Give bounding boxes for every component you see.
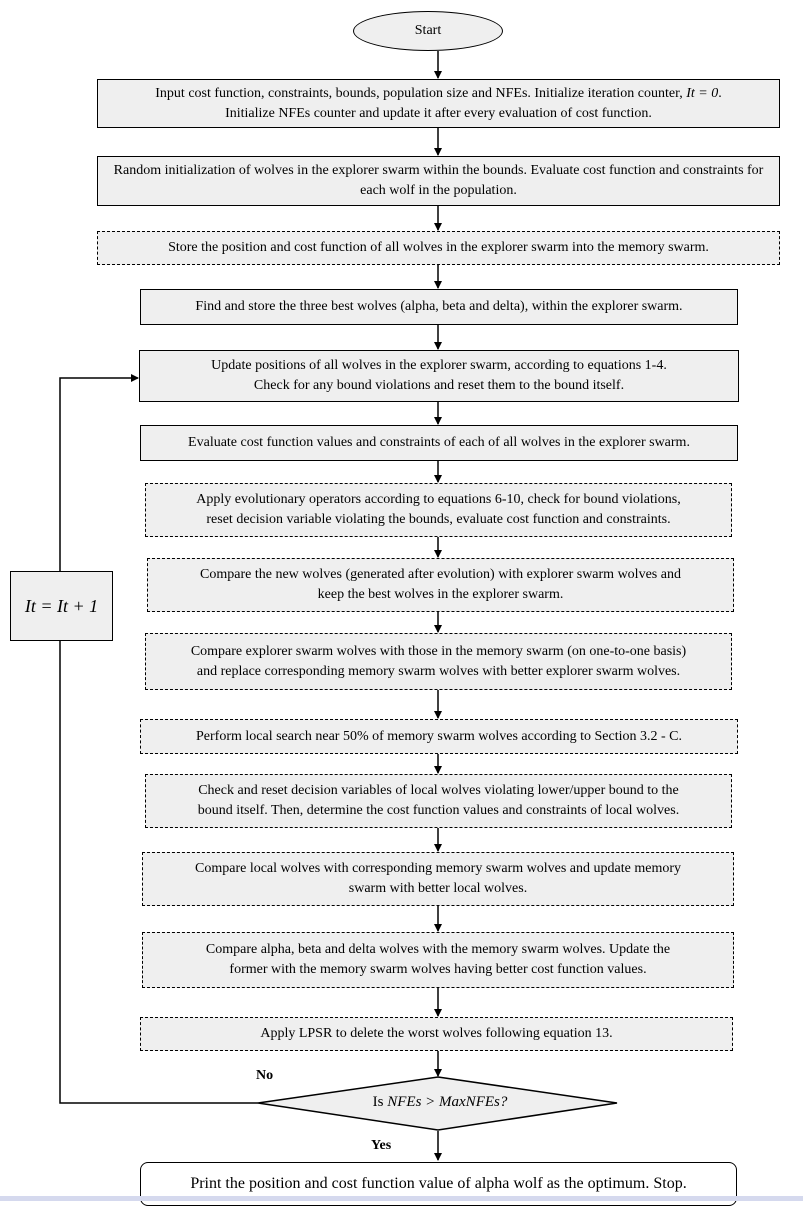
step-store-memory-swarm: Store the position and cost function of … [97,231,780,265]
step-compare-local-wolves: Compare local wolves with corresponding … [142,852,734,906]
step2-text: Random initialization of wolves in the e… [113,163,764,198]
step14-text: Apply LPSR to delete the worst wolves fo… [260,1026,613,1041]
step-evaluate-cost: Evaluate cost function values and constr… [140,425,738,461]
step12-line1-text: Compare local wolves with corresponding … [195,861,681,876]
step-evolutionary-operators: Apply evolutionary operators according t… [145,483,732,537]
step6-text: Evaluate cost function values and constr… [188,435,690,450]
decision-nfes: NFEs [387,1094,422,1110]
step10-text: Perform local search near 50% of memory … [196,728,682,744]
decision-operator: > [421,1094,440,1110]
step11-line2-text: bound itself. Then, determine the cost f… [197,803,680,818]
decision-condition: Is NFEs > MaxNFEs? [300,1094,580,1111]
step13-line2-text: former with the memory swarm wolves havi… [229,962,647,977]
step-compare-alpha-beta-delta: Compare alpha, beta and delta wolves wit… [142,932,734,988]
no-label: No [256,1068,274,1083]
step-update-positions: Update positions of all wolves in the ex… [139,350,739,402]
step7-line1-text: Apply evolutionary operators according t… [196,492,681,507]
step-compare-memory-swarm: Compare explorer swarm wolves with those… [145,633,732,690]
step5-line1-text: Update positions of all wolves in the ex… [211,358,667,373]
step-local-search: Perform local search near 50% of memory … [140,719,738,754]
step9-line2-text: and replace corresponding memory swarm w… [196,663,681,679]
decision-diamond [257,1076,618,1131]
step1-line1-end: . [718,85,722,101]
step7-line2-text: reset decision variable violating the bo… [206,512,671,527]
start-terminal: Start [353,11,503,51]
step-apply-lpsr: Apply LPSR to delete the worst wolves fo… [140,1017,733,1051]
step1-line1-text: Input cost function, constraints, bounds… [155,85,687,101]
arrow-decision-no [59,641,258,1104]
step1-line2-text: Initialize NFEs counter and update it af… [225,105,652,121]
yes-label: Yes [371,1138,392,1153]
step-compare-new-wolves: Compare the new wolves (generated after … [147,558,734,612]
step8-line2-text: keep the best wolves in the explorer swa… [317,587,564,602]
arrow-loop-back [59,374,139,571]
iteration-increment-box: It = It + 1 [10,571,113,641]
step11-line1-text: Check and reset decision variables of lo… [198,783,679,798]
step3-text: Store the position and cost function of … [168,240,709,255]
step-find-best-wolves: Find and store the three best wolves (al… [140,289,738,325]
step-initialize-inputs: Input cost function, constraints, bounds… [97,79,780,128]
step12-line2-text: swarm with better local wolves. [348,881,528,896]
iteration-counter-init: It = 0 [686,85,719,101]
step9-line1-text: Compare explorer swarm wolves with those… [190,643,687,659]
step13-line1-text: Compare alpha, beta and delta wolves wit… [205,942,671,957]
step5-line2-text: Check for any bound violations and reset… [253,378,625,393]
step4-text: Find and store the three best wolves (al… [195,299,683,314]
step-random-initialization: Random initialization of wolves in the e… [97,156,780,206]
decision-max-nfes: MaxNFEs? [439,1094,508,1110]
bottom-edge-bar [0,1196,803,1201]
step-reset-local-wolves: Check and reset decision variables of lo… [145,774,732,828]
step8-line1-text: Compare the new wolves (generated after … [200,567,681,582]
decision-prefix: Is [372,1094,388,1110]
